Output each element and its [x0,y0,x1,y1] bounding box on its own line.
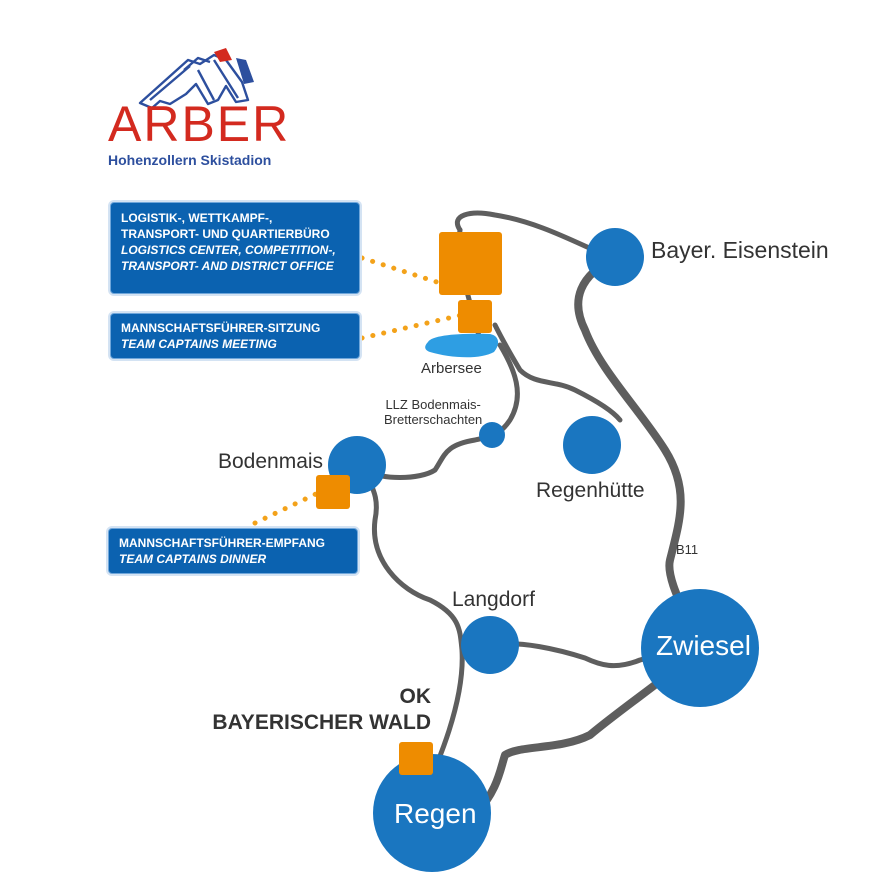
label-zwiesel: Zwiesel [656,630,751,661]
town-llz-bretterschachten [479,422,505,448]
box-meeting-de: MANNSCHAFTSFÜHRER-SITZUNG [121,321,321,335]
town-regenhuette [563,416,621,474]
venue-logistics-office [439,232,502,295]
label-bayer-eisenstein: Bayer. Eisenstein [651,237,829,263]
box-logistics-en: LOGISTICS CENTER, COMPETITION-, TRANSPOR… [121,243,336,273]
road-main-b11 [471,254,704,819]
logo-blue-accent [236,58,254,84]
box-team-captains-meeting: MANNSCHAFTSFÜHRER-SITZUNG TEAM CAPTAINS … [110,313,360,359]
box-dinner-en: TEAM CAPTAINS DINNER [119,552,267,566]
leader-logistics [359,255,443,286]
road-arber-east [492,322,623,423]
arber-logo-mark [138,53,250,110]
town-langdorf [461,616,519,674]
road-bretterschachten [362,342,520,480]
arber-logo: ARBER Hohenzollern Skistadion [108,48,308,178]
venue-team-captains-dinner [316,475,350,509]
road-bodenmais-regen [362,467,465,818]
logo-wordmark: ARBER [108,96,291,152]
town-regen [373,754,491,872]
label-regen: Regen [394,798,477,829]
leader-dinner [252,489,323,526]
box-meeting-en: TEAM CAPTAINS MEETING [121,337,277,351]
label-langdorf: Langdorf [452,588,535,611]
label-b11: B11 [676,542,699,557]
label-arbersee: Arbersee [421,360,482,377]
label-llz-bretterschachten: LLZ Bodenmais- Bretterschachten [384,397,483,427]
box-logistics-de: LOGISTIK-, WETTKAMPF-, TRANSPORT- UND QU… [121,211,330,241]
road-arber-loop [455,210,615,261]
label-ok-bayerischer-wald: OK BAYERISCHER WALD [212,685,431,734]
town-bayer-eisenstein [586,228,644,286]
box-logistics-office: LOGISTIK-, WETTKAMPF-, TRANSPORT- UND QU… [110,202,360,294]
arbersee-lake [425,333,499,358]
box-team-captains-dinner: MANNSCHAFTSFÜHRER-EMPFANG TEAM CAPTAINS … [108,528,358,574]
leader-meeting [359,312,465,341]
logo-red-accent [214,48,232,62]
label-bodenmais: Bodenmais [218,450,324,473]
town-zwiesel [641,589,759,707]
venue-team-captains-meeting [458,300,492,333]
venue-ok-bayerischer-wald [399,742,433,775]
label-regenhuette: Regenhütte [536,479,645,502]
logo-subtitle: Hohenzollern Skistadion [108,152,272,168]
box-dinner-de: MANNSCHAFTSFÜHRER-EMPFANG [119,536,325,550]
